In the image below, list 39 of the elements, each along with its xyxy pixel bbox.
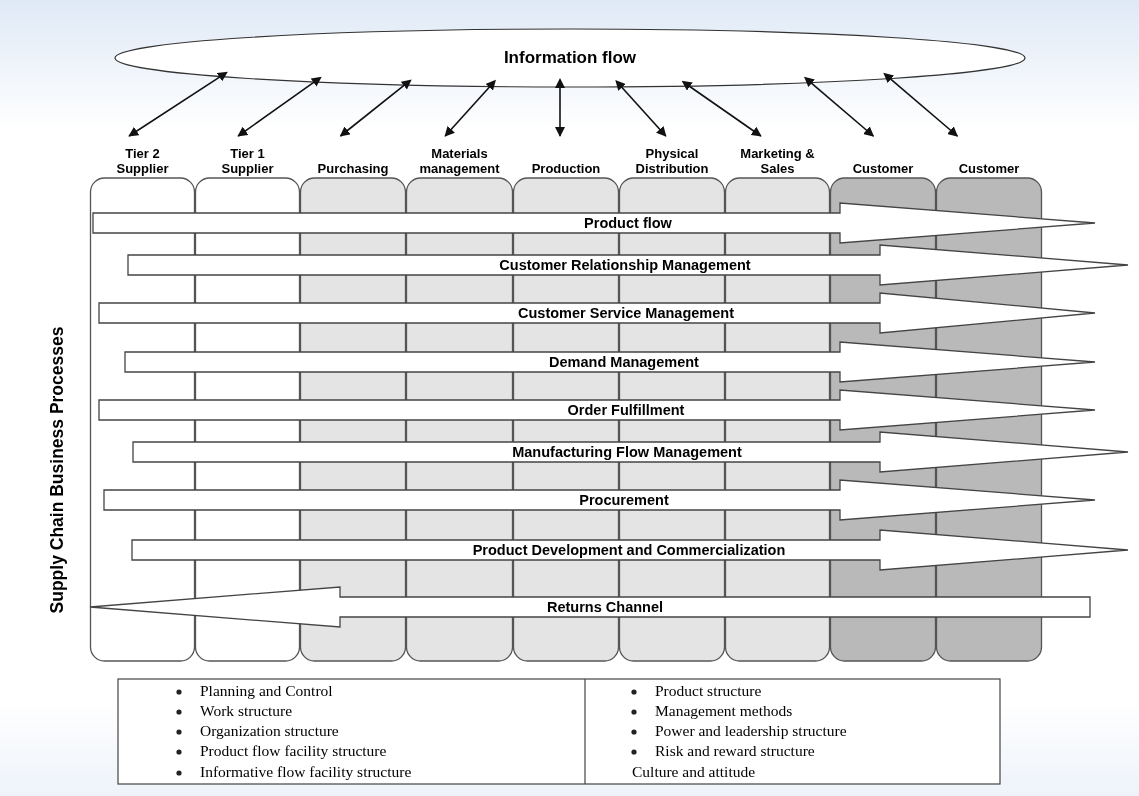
list-item: Risk and reward structure [655,742,815,760]
list-item: Product flow facility structure [200,742,387,760]
list-item: Planning and Control [200,682,333,700]
process-label: Customer Relationship Management [499,257,751,273]
list-item: Work structure [200,702,293,720]
double-arrow [804,76,875,137]
double-arrow [615,80,667,137]
double-arrow [444,79,496,137]
vertical-axis-title: Supply Chain Business Processes [46,326,68,614]
column-heading: Customer [958,161,1020,176]
column-heading: Tier 1 Supplier [220,146,275,176]
process-label: Manufacturing Flow Management [512,444,742,460]
list-item: Organization structure [200,722,339,740]
column-heading: Tier 2 Supplier [115,146,170,176]
ellipse-title: Information flow [503,48,637,68]
process-label: Procurement [579,492,669,508]
list-item: Management methods [655,702,793,720]
column-heading: Purchasing [317,161,389,176]
double-arrow [681,80,762,137]
double-arrow [555,77,565,137]
list-item: Culture and attitude [632,763,756,781]
double-arrow [128,71,228,137]
column-heading: Customer [852,161,914,176]
process-label: Returns Channel [547,599,663,615]
column-heading: Production [531,161,601,176]
process-label: Product Development and Commercialization [472,542,786,558]
process-label: Demand Management [549,354,699,370]
list-item: Informative flow facility structure [200,763,412,781]
process-label: Product flow [584,215,672,231]
list-item: Power and leadership structure [655,722,847,740]
column-heading: Materials management [418,146,501,176]
double-arrow [339,79,412,137]
list-item: Product structure [655,682,762,700]
double-arrow [237,76,322,137]
process-label: Customer Service Management [518,305,734,321]
process-label: Order Fulfillment [567,402,685,418]
column-heading: Physical Distribution [634,146,710,176]
column-heading: Marketing & Sales [739,146,816,176]
double-arrow [883,72,959,137]
